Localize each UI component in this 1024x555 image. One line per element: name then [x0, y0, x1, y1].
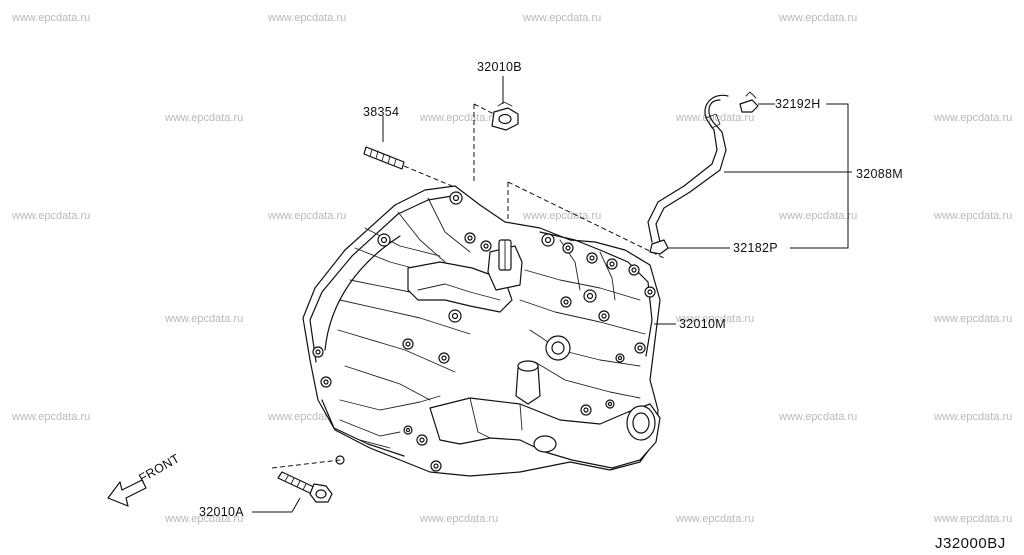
watermark-text: www.epcdata.ru: [675, 513, 754, 525]
front-arrow: [107, 479, 147, 507]
watermark-text: www.epcdata.ru: [778, 12, 857, 24]
watermark-text: www.epcdata.ru: [933, 513, 1012, 525]
leader-38354-dash: [403, 165, 453, 187]
watermark-text: www.epcdata.ru: [778, 411, 857, 423]
watermark-text: www.epcdata.ru: [11, 12, 90, 24]
watermark-text: www.epcdata.ru: [11, 411, 90, 423]
watermark-text: www.epcdata.ru: [675, 112, 754, 124]
watermark-text: www.epcdata.ru: [164, 313, 243, 325]
nut-32010B[interactable]: [491, 101, 519, 131]
watermark-text: www.epcdata.ru: [164, 513, 243, 525]
watermark-text: www.epcdata.ru: [267, 210, 346, 222]
leader-32010B-dash: [473, 103, 495, 184]
part-label-32192H[interactable]: 32192H: [775, 97, 821, 111]
watermark-text: www.epcdata.ru: [164, 112, 243, 124]
part-label-38354[interactable]: 38354: [363, 105, 399, 119]
clip-32182P[interactable]: [649, 239, 669, 255]
watermark-text: www.epcdata.ru: [933, 313, 1012, 325]
diagram-code: J32000BJ: [935, 535, 1006, 552]
part-label-32010A[interactable]: 32010A: [199, 505, 244, 519]
bracket-right: [790, 103, 849, 249]
watermark-text: www.epcdata.ru: [933, 210, 1012, 222]
watermark-text: www.epcdata.ru: [419, 112, 498, 124]
bolt-32010A[interactable]: [277, 471, 333, 503]
watermark-text: www.epcdata.ru: [778, 210, 857, 222]
clip-32192H[interactable]: [739, 91, 759, 113]
watermark-text: www.epcdata.ru: [933, 112, 1012, 124]
transaxle-assembly[interactable]: [302, 185, 661, 477]
watermark-text: www.epcdata.ru: [933, 411, 1012, 423]
case-bolts: [312, 191, 656, 472]
watermark-text: www.epcdata.ru: [522, 210, 601, 222]
watermark-text: www.epcdata.ru: [522, 12, 601, 24]
watermark-text: www.epcdata.ru: [267, 12, 346, 24]
leader-32010A: [252, 497, 301, 513]
bolt-dash: [271, 459, 341, 469]
part-label-32088M[interactable]: 32088M: [856, 167, 903, 181]
part-label-32010M[interactable]: 32010M: [679, 317, 726, 331]
part-label-32182P[interactable]: 32182P: [733, 241, 778, 255]
stud-38354[interactable]: [363, 146, 405, 170]
watermark-text: www.epcdata.ru: [11, 210, 90, 222]
watermark-text: www.epcdata.ru: [419, 513, 498, 525]
watermark-text: www.epcdata.ru: [675, 313, 754, 325]
front-label: FRONT: [137, 451, 183, 485]
part-label-32010B[interactable]: 32010B: [477, 60, 522, 74]
hose-dash: [507, 181, 665, 259]
breather-hose-32088M[interactable]: [647, 94, 729, 243]
